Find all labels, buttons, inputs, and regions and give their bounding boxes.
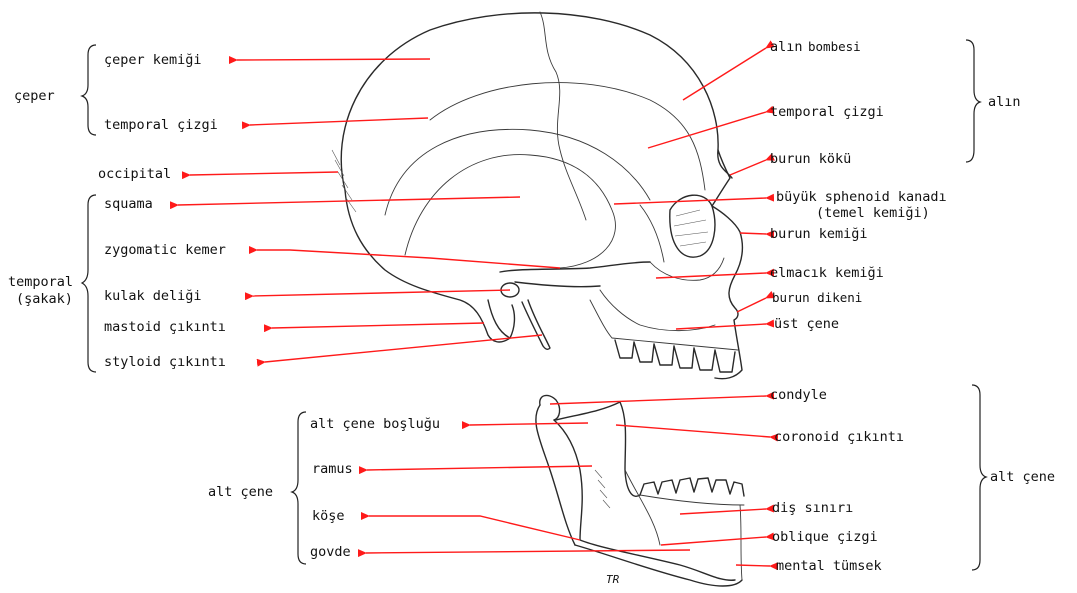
label-ust-cene: üst çene — [774, 316, 839, 332]
arrow-styloid — [265, 335, 542, 362]
label-occipital: occipital — [98, 166, 171, 182]
brace-alin — [966, 40, 980, 162]
label-ceper-kemigi: çeper kemiği — [104, 52, 202, 68]
label-coronoid: coronoid çıkıntı — [774, 429, 904, 445]
arrow-burun-dikeni — [737, 298, 766, 312]
arrow-alin-temporal-cizgi — [648, 112, 766, 148]
label-zygomatic-kemer: zygomatic kemer — [104, 242, 226, 258]
arrow-govde — [366, 550, 690, 553]
label-condyle: condyle — [770, 387, 827, 403]
label-sphenoid-2: (temel kemiği) — [816, 205, 930, 221]
label-govde: govde — [310, 544, 351, 560]
label-burun-koku: burun kökü — [770, 151, 851, 167]
arrow-elmacik — [656, 273, 766, 278]
label-kulak-deligi: kulak deliği — [104, 288, 202, 304]
arrow-kulak-deligi — [253, 290, 510, 296]
group-alin: alın — [988, 94, 1021, 110]
group-alt-cene-right: alt çene — [990, 469, 1055, 485]
arrow-ceper-temporal-cizgi — [250, 118, 428, 125]
label-elmacik: elmacık kemiği — [770, 265, 884, 281]
arrow-coronoid — [616, 425, 770, 437]
label-alt-cene-boslugu: alt çene boşluğu — [310, 416, 440, 432]
arrow-oblique — [661, 537, 766, 545]
group-alt-cene-left: alt çene — [208, 484, 273, 500]
arrow-mental — [736, 565, 770, 566]
label-sphenoid-1: büyük sphenoid kanadı — [776, 189, 947, 205]
label-kose: köşe — [312, 508, 345, 524]
label-bombesi: bombesi — [808, 39, 861, 54]
labels: çeper temporal (şakak) alın alt çene alt… — [8, 39, 1055, 586]
arrow-ramus — [367, 466, 592, 470]
arrow-squama — [178, 197, 520, 205]
arrow-occipital — [190, 172, 338, 175]
skull-illustration — [332, 12, 744, 586]
label-ceper-temporal-cizgi: temporal çizgi — [104, 117, 218, 133]
arrow-dis-siniri — [680, 509, 766, 514]
brace-temporal — [82, 195, 96, 372]
brace-alt-cene-left — [292, 412, 306, 564]
brace-ceper — [82, 45, 96, 135]
arrow-burun-koku — [730, 160, 766, 175]
arrow-kose — [369, 516, 580, 540]
arrow-alt-cene-boslugu — [470, 423, 588, 425]
label-burun-kemigi: burun kemiği — [770, 226, 868, 242]
arrow-zygomatic-kemer — [257, 250, 560, 268]
arrow-mastoid — [272, 323, 484, 328]
label-styloid: styloid çıkıntı — [104, 354, 226, 370]
arrow-ust-cene — [676, 324, 766, 329]
label-dis-siniri: diş sınırı — [772, 500, 853, 516]
artist-signature: TR — [606, 573, 620, 586]
arrow-ceper-kemigi — [237, 59, 430, 60]
group-ceper: çeper — [14, 88, 55, 104]
group-sakak: (şakak) — [16, 291, 73, 307]
brace-alt-cene-right — [972, 385, 986, 570]
label-ramus: ramus — [312, 461, 353, 477]
label-oblique: oblique çizgi — [772, 529, 878, 545]
arrow-burun-kemigi — [740, 233, 766, 234]
label-mental: mental tümsek — [776, 558, 882, 574]
arrow-condyle — [550, 396, 766, 404]
label-alin-temporal-cizgi: temporal çizgi — [770, 104, 884, 120]
label-alin: alın — [770, 39, 803, 55]
label-mastoid: mastoid çıkıntı — [104, 319, 226, 335]
arrow-sphenoid — [614, 198, 766, 204]
label-squama: squama — [104, 196, 153, 212]
label-burun-dikeni: burun dikeni — [772, 290, 862, 305]
group-temporal: temporal — [8, 274, 73, 290]
